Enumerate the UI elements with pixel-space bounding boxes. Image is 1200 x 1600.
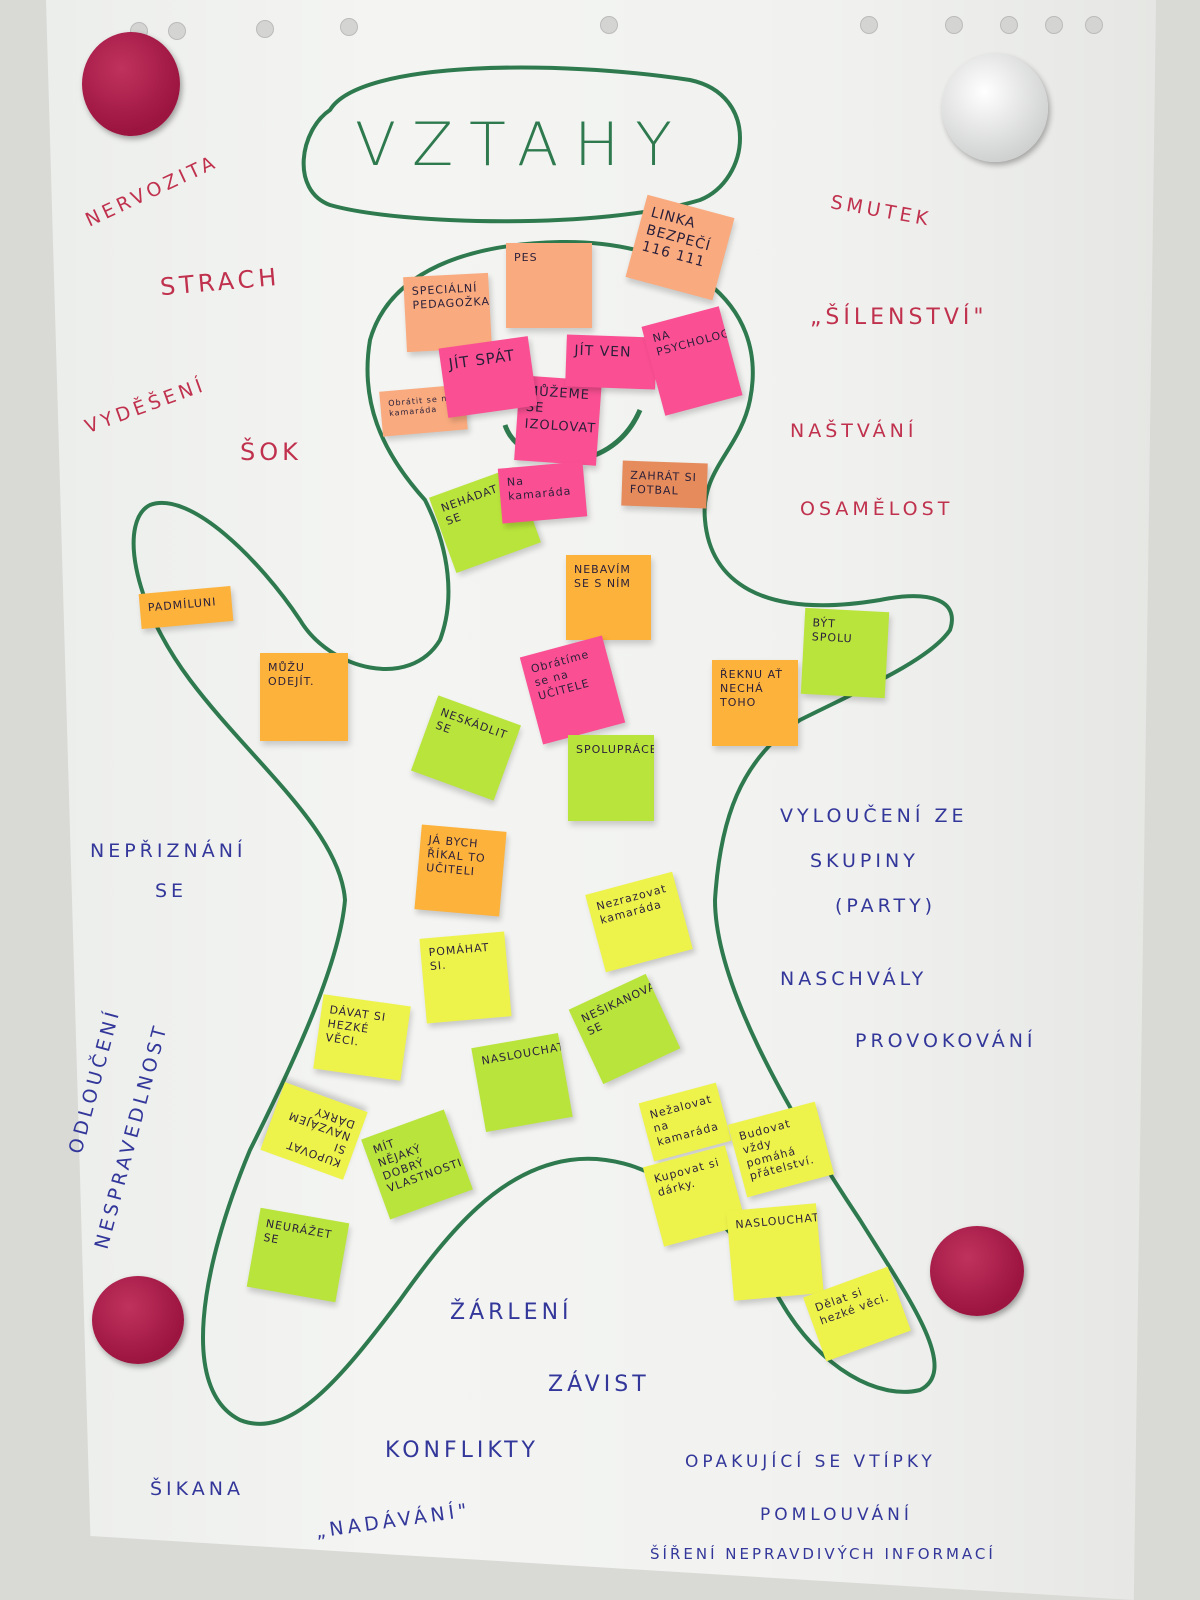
sticky-note: NEBAVÍM SE S NÍM bbox=[566, 555, 651, 640]
figure-outline bbox=[131, 239, 954, 1426]
paper-hole bbox=[340, 18, 358, 36]
paper-hole bbox=[600, 16, 618, 34]
problem-label: PROVOKOVÁNÍ bbox=[855, 1030, 1037, 1052]
paper-hole bbox=[1045, 16, 1063, 34]
paper-hole bbox=[1085, 16, 1103, 34]
problem-label: OPAKUJÍCÍ SE VTÍPKY bbox=[685, 1452, 936, 1472]
paper-hole bbox=[860, 16, 878, 34]
sticky-note: BÝT SPOLU bbox=[800, 607, 890, 699]
emotion-label: „ŠÍLENSTVÍ" bbox=[810, 305, 988, 330]
problem-label: SKUPINY bbox=[810, 850, 919, 872]
sticky-note: JÍT VEN bbox=[565, 334, 657, 390]
red-magnet bbox=[92, 1276, 184, 1364]
sticky-note: DÁVAT SI HEZKÉ VĚCI. bbox=[313, 994, 411, 1081]
red-magnet bbox=[82, 32, 180, 136]
problem-label: (PARTY) bbox=[835, 895, 937, 917]
sticky-note: NASLOUCHAT. bbox=[726, 1203, 824, 1301]
emotion-label: NAŠTVÁNÍ bbox=[790, 420, 918, 442]
problem-label: ŠIKANA bbox=[150, 1478, 244, 1500]
sticky-note: JÁ BYCH ŘÍKAL TO UČITELI bbox=[414, 824, 507, 917]
sticky-note: JÍT SPÁT bbox=[438, 336, 538, 418]
chart-title: VZTAHY bbox=[355, 110, 688, 180]
sticky-note: Na kamaráda bbox=[497, 461, 588, 524]
white-magnet bbox=[942, 54, 1048, 162]
problem-label: ŠÍŘENÍ NEPRAVDIVÝCH INFORMACÍ bbox=[650, 1545, 996, 1563]
sticky-note: SPOLUPRÁCE bbox=[568, 735, 654, 821]
emotion-label: ŠOK bbox=[240, 438, 302, 466]
sticky-note: MŮŽU ODEJÍT. bbox=[260, 653, 348, 741]
sticky-note: NASLOUCHAT bbox=[471, 1033, 573, 1132]
problem-label: KONFLIKTY bbox=[385, 1438, 539, 1463]
problem-label: VYLOUČENÍ ZE bbox=[780, 805, 968, 827]
red-magnet bbox=[930, 1226, 1024, 1316]
title-oval bbox=[301, 65, 742, 224]
sticky-note: ŘEKNU AŤ NECHÁ TOHO bbox=[712, 660, 798, 746]
problem-label: SE bbox=[155, 880, 188, 902]
problem-label: NASCHVÁLY bbox=[780, 968, 928, 990]
paper-hole bbox=[168, 22, 186, 40]
problem-label: POMLOUVÁNÍ bbox=[760, 1505, 913, 1525]
sticky-note: NEURÁŽET SE bbox=[246, 1207, 350, 1303]
paper-hole bbox=[945, 16, 963, 34]
paper-hole bbox=[256, 20, 274, 38]
paper-hole bbox=[1000, 16, 1018, 34]
sticky-note: ZAHRÁT SI FOTBAL bbox=[621, 460, 708, 509]
sticky-note: SPECIÁLNÍ PEDAGOŽKA bbox=[403, 272, 492, 353]
sticky-note: POMÁHAT SI. bbox=[419, 931, 512, 1024]
problem-label: ŽÁRLENÍ bbox=[450, 1300, 573, 1325]
emotion-label: OSAMĚLOST bbox=[800, 498, 954, 520]
sticky-note: PES bbox=[506, 243, 592, 328]
problem-label: NEPŘIZNÁNÍ bbox=[90, 840, 247, 862]
problem-label: ZÁVIST bbox=[548, 1372, 650, 1397]
